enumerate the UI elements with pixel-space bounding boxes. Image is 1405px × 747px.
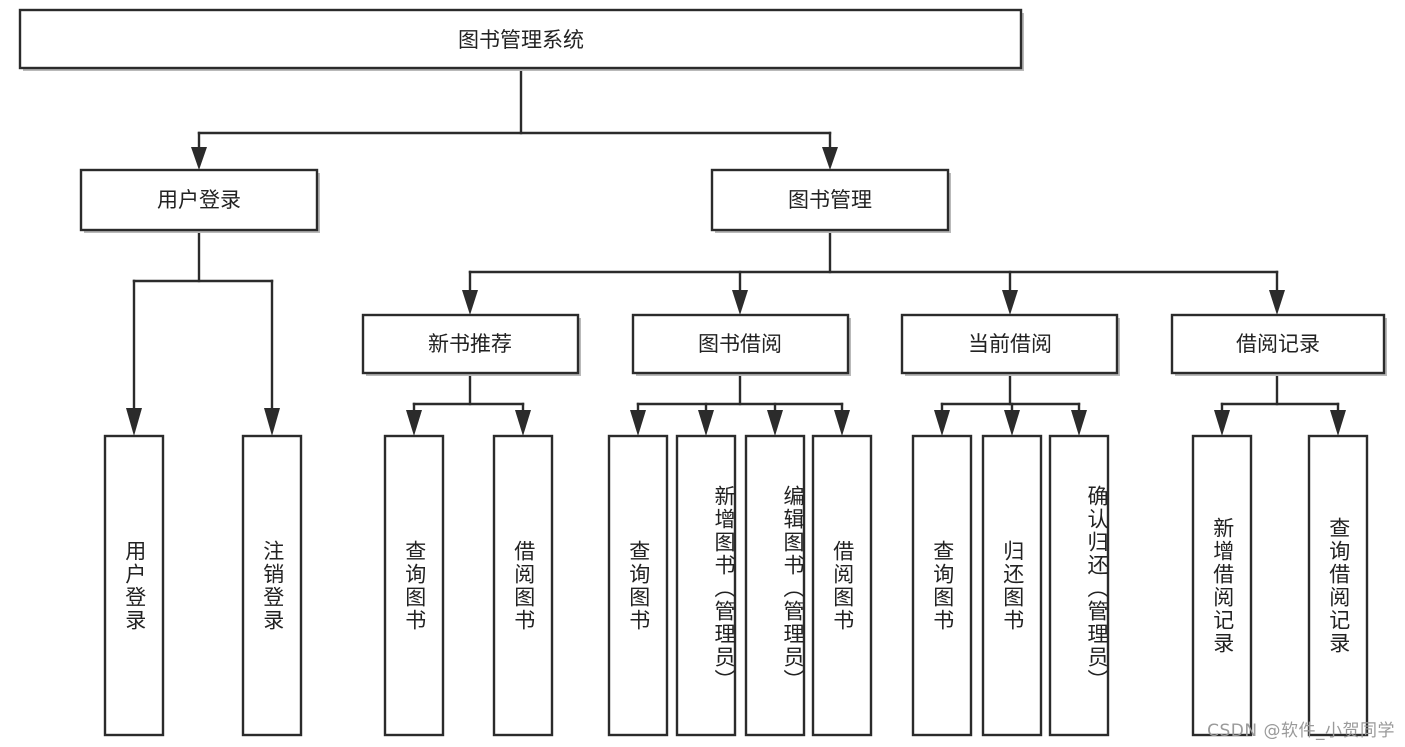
arrow-re-leaf1 (1214, 410, 1230, 436)
new-rec-box[interactable] (361, 313, 580, 375)
book-mgmt-label: 图书管理 (788, 188, 872, 212)
node-user-login[interactable]: 用户登录 (79, 168, 320, 233)
leaf-box-borrow-book-b[interactable] (811, 434, 873, 737)
arrow-cu-leaf1 (934, 410, 950, 436)
arrow-bo-leaf3 (767, 410, 783, 436)
node-book-borrow[interactable]: 图书借阅 (631, 313, 851, 376)
arrow-leaf-user-login (126, 408, 142, 436)
node-new-book-recommend[interactable]: 新书推荐 (361, 313, 581, 376)
arrow-re-leaf2 (1330, 410, 1346, 436)
arrow-nr-leaf2 (515, 410, 531, 436)
arrow-borrow (732, 290, 748, 315)
arrow-user-login (191, 147, 207, 170)
current-label: 当前借阅 (968, 332, 1052, 356)
arrow-bo-leaf2 (698, 410, 714, 436)
arrow-bo-leaf1 (630, 410, 646, 436)
leaf-box-query-book-c[interactable] (911, 434, 973, 737)
new-rec-label: 新书推荐 (428, 332, 512, 356)
root-label: 图书管理系统 (458, 28, 584, 52)
book-mgmt-box[interactable] (710, 168, 950, 232)
leaf-boxes-group (103, 434, 1369, 737)
records-label: 借阅记录 (1236, 332, 1320, 356)
arrow-records (1269, 290, 1285, 315)
leaf-box-add-book[interactable] (675, 434, 737, 737)
user-login-box[interactable] (79, 168, 319, 232)
current-box[interactable] (900, 313, 1119, 375)
leaf-box-logout[interactable] (241, 434, 303, 737)
leaf-box-query-book-b[interactable] (607, 434, 669, 737)
leaf-box-borrow-book-a[interactable] (492, 434, 554, 737)
leaf-box-user-login[interactable] (103, 434, 165, 737)
leaf-box-query-book-a[interactable] (383, 434, 445, 737)
node-borrow-records[interactable]: 借阅记录 (1170, 313, 1387, 376)
leaf-box-edit-book[interactable] (744, 434, 806, 737)
records-box[interactable] (1170, 313, 1386, 375)
leaf-box-add-record[interactable] (1191, 434, 1253, 737)
connector-group (126, 68, 1346, 436)
root-box[interactable] (18, 8, 1023, 70)
arrow-cu-leaf2 (1004, 410, 1020, 436)
leaf-box-confirm-return[interactable] (1048, 434, 1110, 737)
user-login-label: 用户登录 (157, 188, 241, 212)
arrow-cu-leaf3 (1071, 410, 1087, 436)
arrow-book-mgmt (822, 147, 838, 170)
arrow-bo-leaf4 (834, 410, 850, 436)
arrow-new-rec (462, 290, 478, 315)
leaf-box-return-book[interactable] (981, 434, 1043, 737)
node-root[interactable]: 图书管理系统 (18, 8, 1024, 71)
node-book-management[interactable]: 图书管理 (710, 168, 951, 233)
leaf-box-query-record[interactable] (1307, 434, 1369, 737)
node-current-borrow[interactable]: 当前借阅 (900, 313, 1120, 376)
borrow-box[interactable] (631, 313, 850, 375)
csdn-watermark: CSDN @软件_小贺同学 (1207, 721, 1395, 741)
arrow-leaf-logout (264, 408, 280, 436)
arrow-current (1002, 290, 1018, 315)
borrow-label: 图书借阅 (698, 332, 782, 356)
arrow-nr-leaf1 (406, 410, 422, 436)
